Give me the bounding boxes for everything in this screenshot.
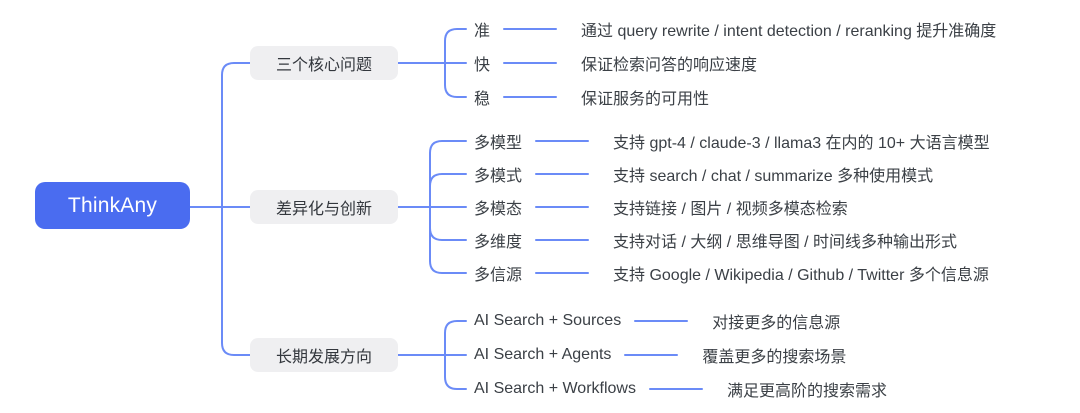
leaf-connector-line [648, 388, 703, 390]
leaf-connector-line [503, 28, 558, 30]
leaf-connector-line [503, 96, 558, 98]
leaf-description: 通过 query rewrite / intent detection / re… [581, 23, 997, 40]
connector-branch2-row4 [429, 227, 467, 241]
leaf-label: AI Search + Workflows [474, 380, 636, 397]
branch-node-longterm: 长期发展方向 [250, 338, 398, 372]
branch-node-differentiation: 差异化与创新 [250, 190, 398, 224]
leaf-label: AI Search + Sources [474, 312, 622, 329]
leaf-connector-line [535, 140, 590, 142]
leaf-connector-line [535, 206, 590, 208]
branch-node-label: 三个核心问题 [275, 57, 372, 74]
leaf-row-ai-search-workflows: AI Search + Workflows 满足更高阶的搜索需求 [474, 377, 887, 401]
leaf-connector-line [535, 272, 590, 274]
leaf-description: 支持 search / chat / summarize 多种使用模式 [613, 168, 934, 185]
leaf-row-multi-mode: 多模式 支持 search / chat / summarize 多种使用模式 [474, 162, 933, 186]
leaf-row-multi-source: 多信源 支持 Google / Wikipedia / Github / Twi… [474, 261, 989, 285]
leaf-connector-line [535, 173, 590, 175]
root-node-label: ThinkAny [67, 193, 158, 217]
leaf-label: 稳 [474, 91, 491, 108]
leaf-description: 保证服务的可用性 [581, 91, 710, 108]
leaf-label: 多模式 [474, 168, 523, 185]
leaf-description: 满足更高阶的搜索需求 [726, 383, 887, 400]
connector-branch1-bracket [444, 28, 467, 98]
branch-node-core-problems: 三个核心问题 [250, 46, 398, 80]
leaf-row-accuracy: 准 通过 query rewrite / intent detection / … [474, 17, 996, 41]
leaf-label: 多维度 [474, 234, 523, 251]
leaf-connector-line [503, 62, 558, 64]
leaf-label: 准 [474, 23, 491, 40]
leaf-description: 保证检索问答的响应速度 [581, 57, 758, 74]
leaf-label: 多模型 [474, 135, 523, 152]
leaf-connector-line [624, 354, 679, 356]
leaf-description: 对接更多的信息源 [712, 315, 841, 332]
leaf-description: 支持链接 / 图片 / 视频多模态检索 [613, 201, 848, 218]
leaf-description: 支持 Google / Wikipedia / Github / Twitter… [613, 267, 989, 284]
connector-branch3-bracket [444, 320, 467, 390]
leaf-row-stability: 稳 保证服务的可用性 [474, 85, 709, 109]
leaf-row-multi-modal: 多模态 支持链接 / 图片 / 视频多模态检索 [474, 195, 848, 219]
leaf-label: 多信源 [474, 267, 523, 284]
leaf-description: 支持 gpt-4 / claude-3 / llama3 在内的 10+ 大语言… [613, 135, 990, 152]
leaf-description: 覆盖更多的搜索场景 [702, 349, 847, 366]
leaf-label: 多模态 [474, 201, 523, 218]
connector-branch2-bracket [429, 140, 467, 274]
connector-main-trunk [221, 62, 251, 356]
leaf-row-multi-dimension: 多维度 支持对话 / 大纲 / 思维导图 / 时间线多种输出形式 [474, 228, 957, 252]
leaf-connector-line [634, 320, 689, 322]
leaf-description: 支持对话 / 大纲 / 思维导图 / 时间线多种输出形式 [613, 234, 958, 251]
leaf-label: 快 [474, 57, 491, 74]
branch-node-label: 差异化与创新 [275, 201, 372, 218]
branch-node-label: 长期发展方向 [275, 349, 372, 366]
leaf-connector-line [535, 239, 590, 241]
leaf-row-ai-search-agents: AI Search + Agents 覆盖更多的搜索场景 [474, 343, 846, 367]
leaf-row-multi-model: 多模型 支持 gpt-4 / claude-3 / llama3 在内的 10+… [474, 129, 990, 153]
root-node-thinkany: ThinkAny [35, 182, 190, 229]
connector-branch2-row2 [429, 173, 467, 187]
leaf-row-speed: 快 保证检索问答的响应速度 [474, 51, 757, 75]
leaf-row-ai-search-sources: AI Search + Sources 对接更多的信息源 [474, 309, 840, 333]
leaf-label: AI Search + Agents [474, 346, 612, 363]
